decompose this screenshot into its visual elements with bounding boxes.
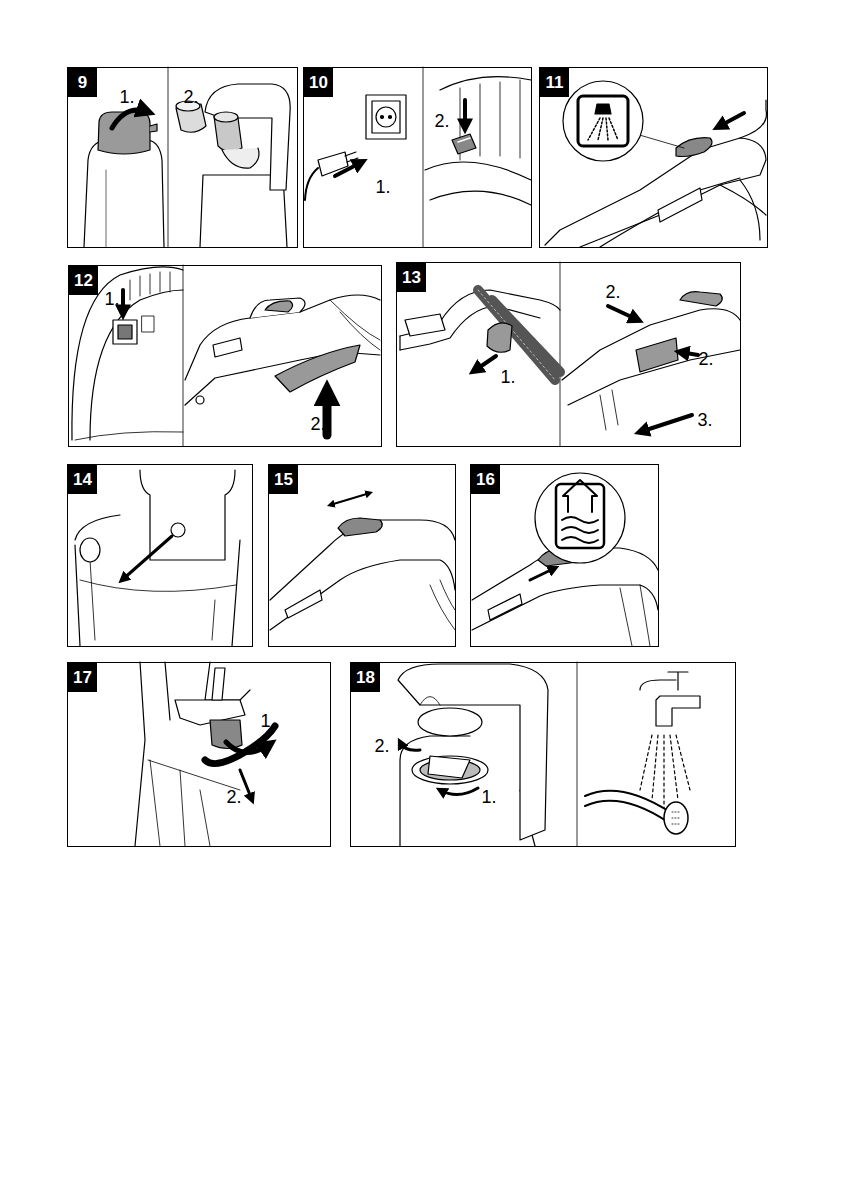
hose-ring-drawing [400,290,560,380]
figure-panel: 9 [67,67,298,248]
panel-divider [423,67,424,247]
figure-panel: 15 [268,464,456,647]
figure-number: 9 [68,68,97,97]
step-number: 2. [434,111,449,132]
figure-number: 14 [68,465,97,494]
figure-panel: 11 [539,67,768,248]
step-number: 1. [104,289,119,310]
step-number: 3. [697,410,712,431]
step-number: 2. [183,87,198,108]
machine-switch-drawing [425,77,531,205]
plug-socket-drawing [305,95,406,200]
tank-cap-drawing [84,110,164,247]
figure-number: 18 [351,663,380,692]
figure-panel: 14 [67,464,253,647]
figure-number: 12 [69,266,98,295]
step-number: 1. [375,177,390,198]
filter-removal-drawing [176,84,290,247]
step-number: 1. [119,87,134,108]
step-number: 2. [605,282,620,303]
rinse-tap-drawing [585,672,700,834]
step-number: 1. [481,787,496,808]
handle-release-drawing [562,292,740,432]
selector-handle-drawing [270,493,455,630]
suction-handle-drawing [472,473,658,646]
panel-divider [560,262,561,446]
panel-divider [183,265,184,446]
figure-panel: 10 [303,67,532,248]
panel-divider [577,662,578,846]
figure-number: 17 [68,663,97,692]
step-number: 2. [374,736,389,757]
drain-plug-drawing [135,662,275,846]
step-number: 2. [310,414,325,435]
step-number: 1. [260,711,275,732]
figure-panel: 18 [350,662,736,847]
figure-number: 13 [397,263,426,292]
figure-number: 11 [540,68,569,97]
step-number: 1. [500,367,515,388]
figure-number: 15 [269,465,298,494]
tank-hood-drawing [75,470,240,646]
step-number: 2. [698,349,713,370]
figure-number: 16 [471,465,500,494]
figure-number: 10 [304,68,333,97]
step-number: 2. [226,787,241,808]
trigger-handle-drawing [185,295,380,435]
figure-panel: 13 [396,262,741,447]
hood-ring-drawing [398,664,548,846]
panel-divider [168,67,169,247]
figure-panel: 16 [470,464,659,647]
spray-handle-drawing [545,81,766,247]
figure-panel: 17 [67,662,331,847]
